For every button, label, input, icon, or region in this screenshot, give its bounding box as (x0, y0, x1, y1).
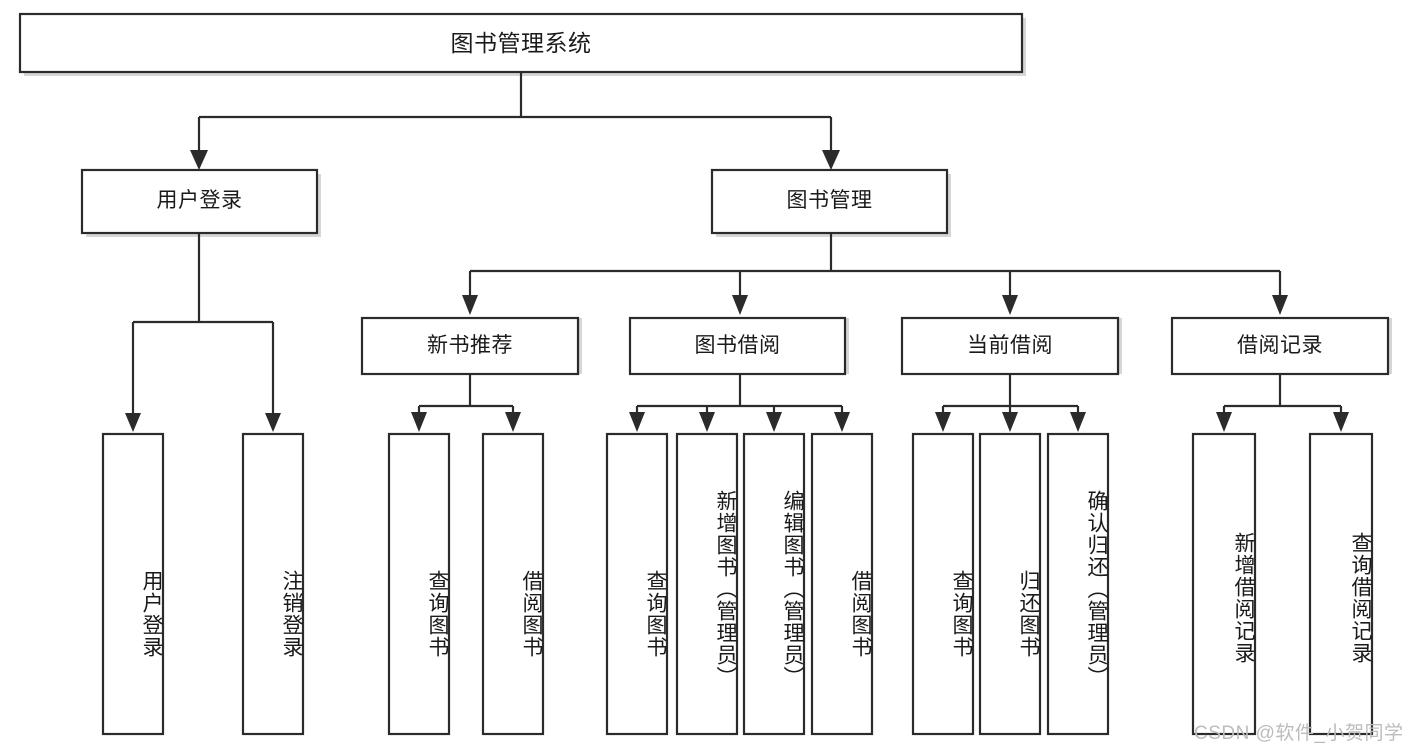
node-box-leaf-user-login[interactable] (101, 432, 165, 736)
node-box-new-book-recommend[interactable] (360, 316, 580, 376)
node-box-leaf-edit-book[interactable] (742, 432, 806, 736)
node-box-leaf-logout-login[interactable] (241, 432, 305, 736)
node-box-leaf-query-book-2[interactable] (605, 432, 669, 736)
node-box-book-manage[interactable] (710, 168, 949, 235)
connector-bookmanage-to-level3 (462, 233, 1288, 315)
node-box-leaf-add-record[interactable] (1191, 432, 1257, 736)
node-box-user-login[interactable] (80, 168, 319, 235)
node-box-leaf-borrow-book-1[interactable] (481, 432, 545, 736)
node-box-leaf-query-book-3[interactable] (911, 432, 975, 736)
node-box-current-borrow[interactable] (900, 316, 1120, 376)
connector-currentborrow-to-leaves (935, 374, 1086, 432)
node-box-leaf-query-book-1[interactable] (387, 432, 451, 736)
node-box-leaf-query-record[interactable] (1308, 432, 1374, 736)
connector-borrowrecord-to-leaves (1216, 374, 1349, 432)
connector-root-to-level2 (190, 72, 840, 170)
node-box-leaf-borrow-book-2[interactable] (810, 432, 874, 736)
node-box-leaf-confirm-return[interactable] (1046, 432, 1110, 736)
connector-newbook-to-leaves (411, 374, 521, 432)
node-box-root[interactable] (18, 12, 1024, 74)
connector-bookborrow-to-leaves (629, 374, 850, 432)
connector-userlogin-to-leaves (125, 233, 281, 432)
node-box-borrow-record[interactable] (1170, 316, 1390, 376)
node-box-leaf-return-book[interactable] (978, 432, 1042, 736)
node-box-leaf-add-book[interactable] (675, 432, 739, 736)
watermark-text: CSDN @软件_小贺同学 (1194, 723, 1404, 744)
node-box-book-borrow[interactable] (628, 316, 847, 376)
